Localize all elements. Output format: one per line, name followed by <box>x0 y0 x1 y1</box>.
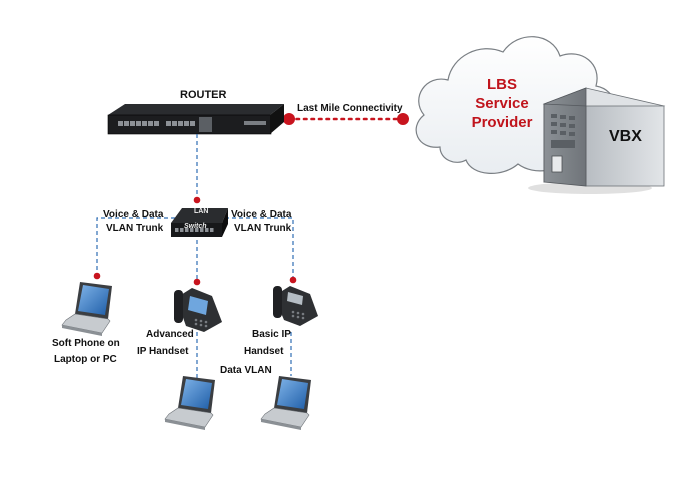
router-title: ROUTER <box>180 89 227 101</box>
advanced-phone-line-2: IP Handset <box>137 346 189 357</box>
switch-body-label: Switch <box>184 223 207 230</box>
basic-phone-line-2: Handset <box>244 346 284 357</box>
data-vlan-label: Data VLAN <box>220 365 272 376</box>
vbx-label: VBX <box>609 128 642 145</box>
provider-line-1: LBS <box>487 76 517 93</box>
wan-link-label: Last Mile Connectivity <box>297 103 403 114</box>
soft-phone-line-1: Soft Phone on <box>52 338 120 349</box>
advanced-phone-line-1: Advanced <box>146 329 194 340</box>
data-laptop-right-icon <box>260 376 311 430</box>
vbx-server-icon <box>528 87 666 194</box>
basic-phone-line-1: Basic IP <box>252 329 291 340</box>
trunk-right-line-1: Voice & Data <box>231 209 292 220</box>
advanced-ip-handset-icon <box>174 288 222 332</box>
router-icon <box>107 104 284 135</box>
switch-top-label: LAN <box>194 208 209 215</box>
trunk-left-line-2: VLAN Trunk <box>106 223 164 234</box>
wan-link <box>283 113 409 125</box>
lan-switch-icon <box>171 208 228 237</box>
connection-dots <box>93 196 297 286</box>
trunk-right-line-2: VLAN Trunk <box>234 223 292 234</box>
data-laptop-left-icon <box>164 376 215 430</box>
lan-links <box>96 134 294 380</box>
soft-phone-laptop-icon <box>61 282 112 336</box>
basic-ip-handset-icon <box>273 286 318 326</box>
provider-line-3: Provider <box>471 114 533 131</box>
provider-line-2: Service <box>475 95 529 112</box>
trunk-left-line-1: Voice & Data <box>103 209 164 220</box>
soft-phone-line-2: Laptop or PC <box>54 354 117 365</box>
provider-label: LBS Service Provider <box>462 75 542 132</box>
